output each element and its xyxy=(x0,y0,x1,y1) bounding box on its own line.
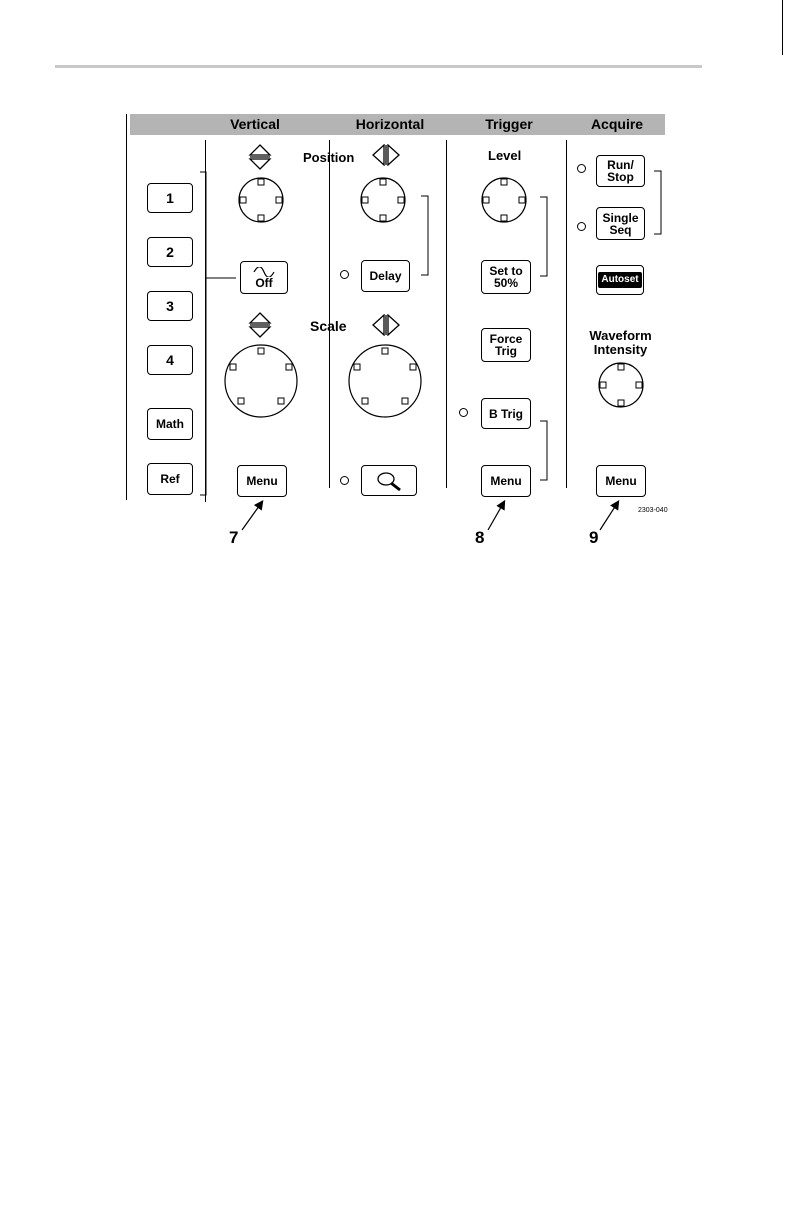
page-rule xyxy=(55,65,702,68)
delay-bracket xyxy=(420,195,432,277)
single-seq-button[interactable]: Single Seq xyxy=(596,207,645,240)
run-stop-led-indicator-icon xyxy=(577,164,586,173)
set-to-50-button[interactable]: Set to 50% xyxy=(481,260,531,294)
magnifier-icon xyxy=(375,470,403,492)
left-right-arrows-icon xyxy=(372,144,400,166)
scale-label: Scale xyxy=(310,318,347,334)
channel-4-button[interactable]: 4 xyxy=(147,345,193,375)
acquire-section-title: Acquire xyxy=(567,116,667,132)
horizontal-section-title: Horizontal xyxy=(340,116,440,132)
single-seq-led-indicator-icon xyxy=(577,222,586,231)
acquire-bracket xyxy=(653,170,665,236)
autoset-label: Autoset xyxy=(598,272,641,288)
horizontal-scale-knob-icon[interactable] xyxy=(346,342,424,420)
channel-3-button[interactable]: 3 xyxy=(147,291,193,321)
coupling-off-label: Off xyxy=(255,277,272,289)
run-stop-button[interactable]: Run/ Stop xyxy=(596,155,645,187)
waveform-intensity-knob-icon[interactable] xyxy=(596,360,646,410)
level-label: Level xyxy=(488,148,521,163)
position-label: Position xyxy=(303,150,354,165)
channel-1-button[interactable]: 1 xyxy=(147,183,193,213)
crop-mark xyxy=(782,0,783,55)
divider-trigger-acquire xyxy=(566,140,567,488)
vertical-section-title: Vertical xyxy=(205,116,305,132)
b-trig-bracket xyxy=(539,420,551,482)
callout-9: 9 xyxy=(589,528,598,548)
divider-horizontal-trigger xyxy=(446,140,447,488)
ref-button[interactable]: Ref xyxy=(147,463,193,495)
up-down-arrows-icon xyxy=(248,144,272,170)
math-button[interactable]: Math xyxy=(147,408,193,440)
channel-2-button[interactable]: 2 xyxy=(147,237,193,267)
waveform-intensity-label: Waveform Intensity xyxy=(578,329,663,357)
panel-left-edge xyxy=(126,114,127,500)
callout-arrows xyxy=(220,492,640,542)
horizontal-position-knob-icon[interactable] xyxy=(358,175,408,225)
force-trig-button[interactable]: Force Trig xyxy=(481,328,531,362)
callout-8: 8 xyxy=(475,528,484,548)
delay-led-indicator-icon xyxy=(340,270,349,279)
level-bracket xyxy=(539,196,551,278)
autoset-button[interactable]: Autoset xyxy=(596,265,644,295)
callout-7: 7 xyxy=(229,528,238,548)
delay-button[interactable]: Delay xyxy=(361,260,410,292)
left-right-arrows-icon xyxy=(372,314,400,336)
part-number: 2303-040 xyxy=(638,507,668,514)
vertical-scale-knob-icon[interactable] xyxy=(222,342,300,420)
zoom-led-indicator-icon xyxy=(340,476,349,485)
trigger-section-title: Trigger xyxy=(459,116,559,132)
divider-vertical-horizontal xyxy=(329,140,330,488)
b-trig-button[interactable]: B Trig xyxy=(481,398,531,429)
vertical-position-knob-icon[interactable] xyxy=(236,175,286,225)
b-trig-led-indicator-icon xyxy=(459,408,468,417)
sine-wave-icon xyxy=(253,267,275,277)
channel-bracket xyxy=(198,170,238,500)
coupling-off-button[interactable]: Off xyxy=(240,261,288,294)
trigger-level-knob-icon[interactable] xyxy=(479,175,529,225)
up-down-arrows-icon xyxy=(248,312,272,338)
